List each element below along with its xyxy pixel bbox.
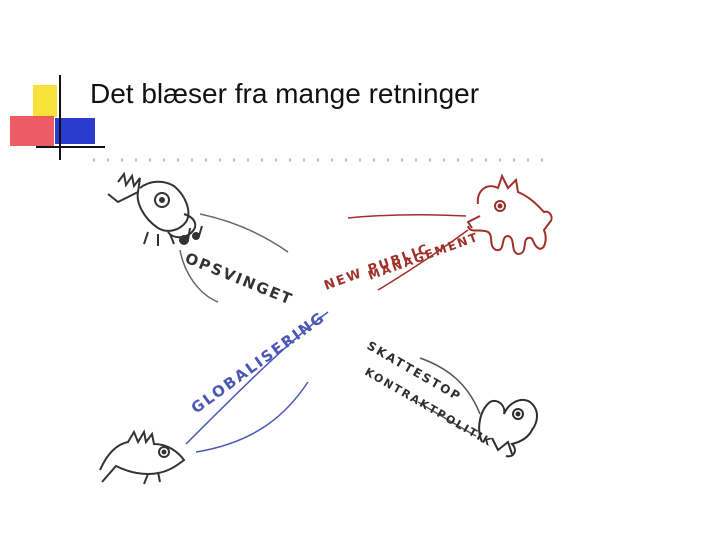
- opsvinget-wind: [179, 213, 289, 303]
- top-left-creature: [107, 171, 203, 246]
- label-globalisering: GLOBALISERING: [188, 308, 329, 417]
- label-opsvinget: OPSVINGET: [183, 249, 296, 309]
- label-npm-line2: MANAGEMENT: [366, 230, 481, 283]
- globalisering-wind: [185, 311, 329, 453]
- corner-decoration: [10, 75, 105, 160]
- wind-directions-illustration: OPSVINGET NEW PUBLIC MANAGEMENT GLOBALIS…: [93, 158, 553, 485]
- bottom-left-fish: [99, 429, 186, 485]
- bottom-right-creature: [478, 398, 538, 458]
- top-right-creature: [466, 173, 553, 256]
- skattestop-wind: [417, 357, 481, 437]
- slide-title: Det blæser fra mange retninger: [90, 78, 480, 109]
- red-square: [10, 116, 54, 146]
- blue-square: [55, 118, 95, 144]
- yellow-square: [33, 85, 57, 117]
- npm-wind: [347, 213, 469, 291]
